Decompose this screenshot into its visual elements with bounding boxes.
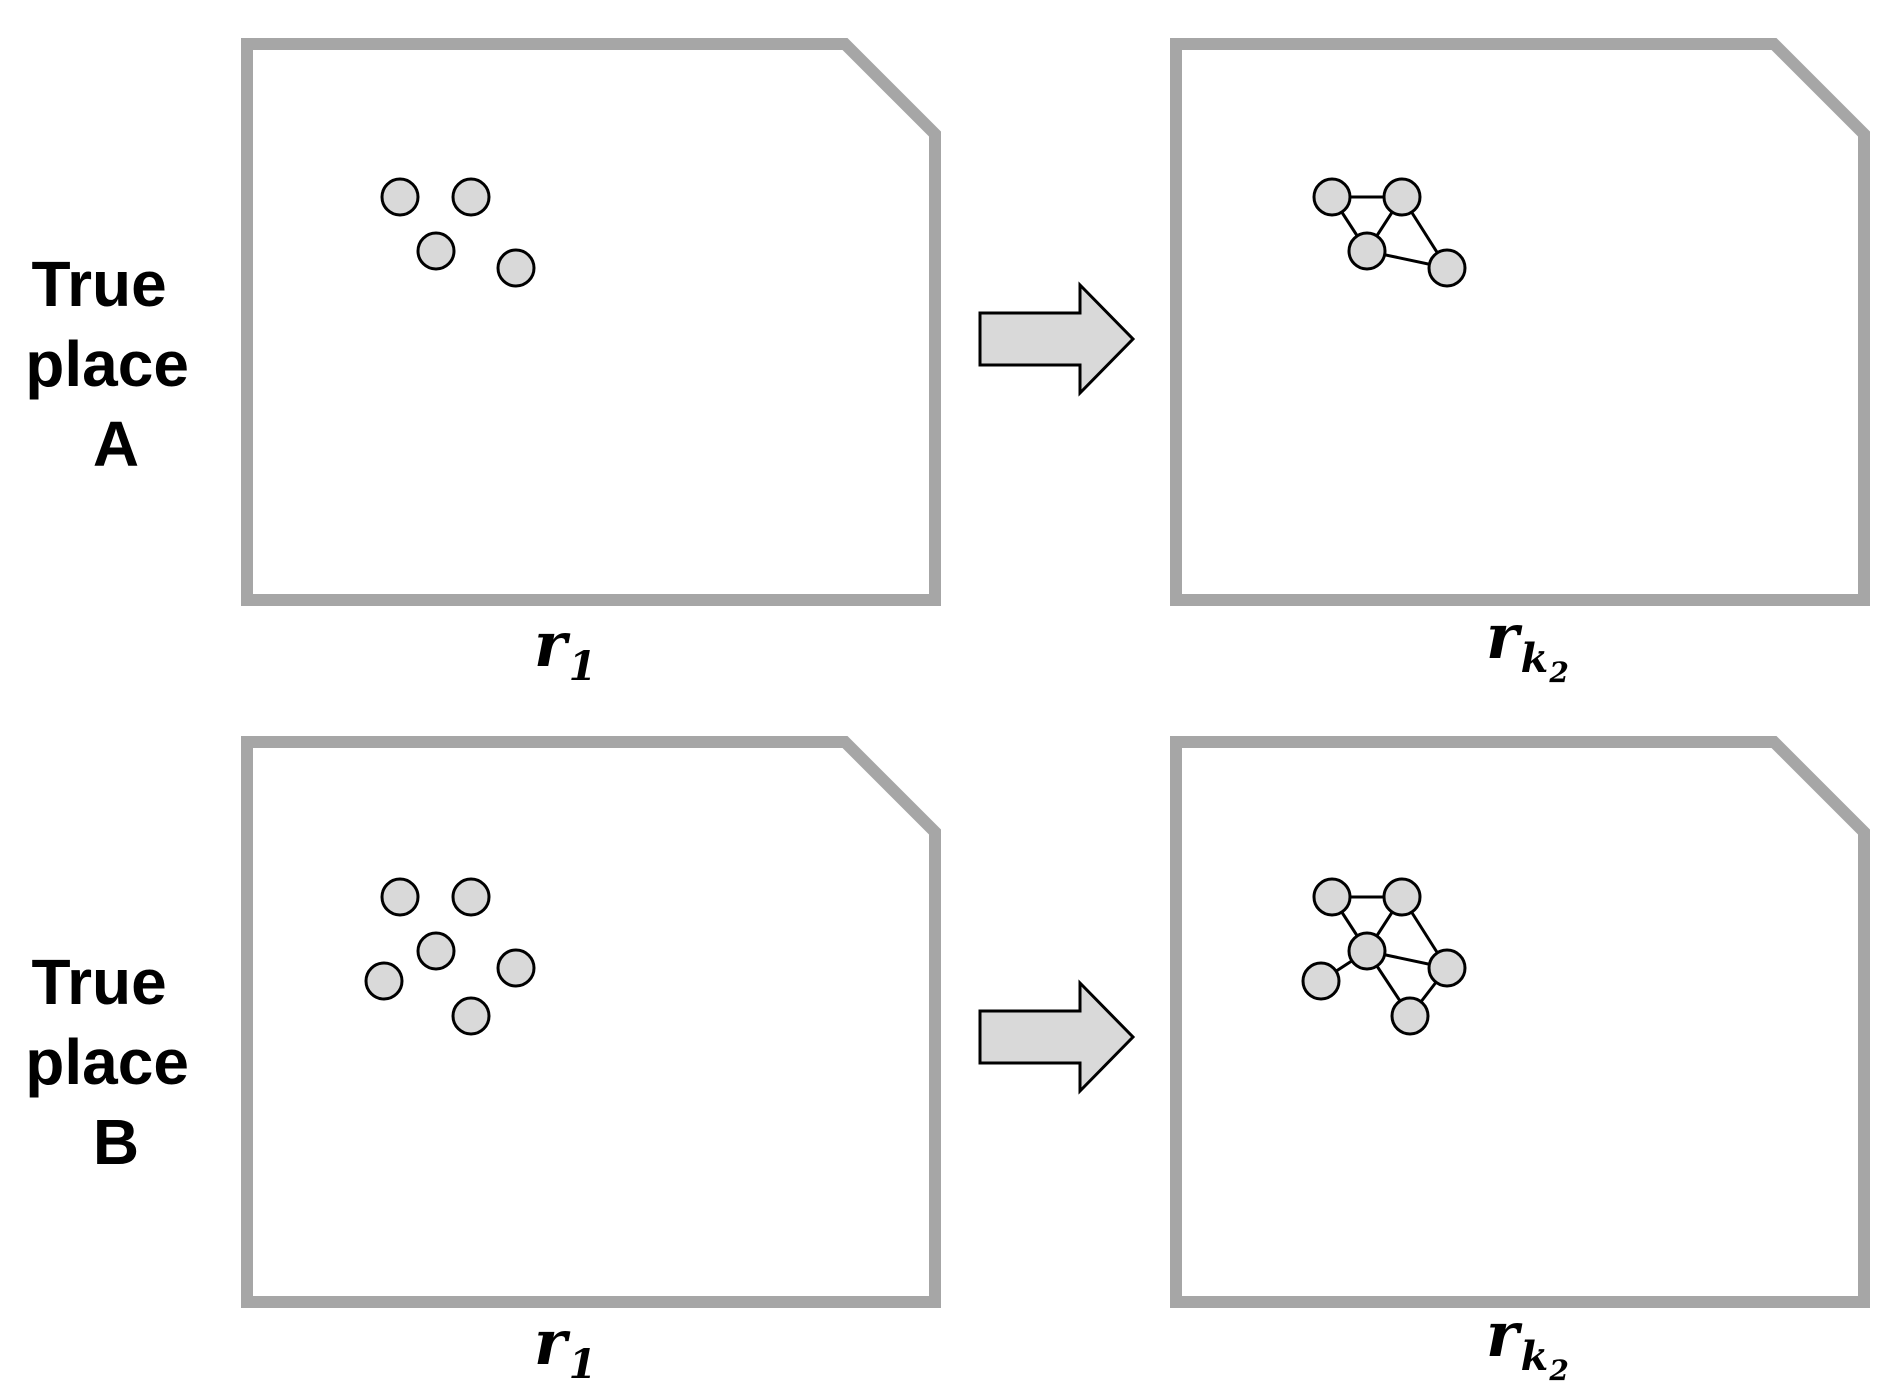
row-b: True place B r1	[25, 736, 1870, 1388]
row-b-left-panel: r1	[241, 736, 941, 1388]
row-a-right-node-n2	[1382, 177, 1422, 217]
row-a-label-line-1: True	[32, 248, 167, 320]
row-b-left-caption-main: r	[534, 1306, 571, 1379]
row-a-left-caption: r1	[534, 608, 597, 690]
row-b-left-node-n1	[380, 877, 420, 917]
row-b-label-line-2: place	[25, 1026, 189, 1098]
row-a-left-node-n1	[380, 177, 420, 217]
row-a-right-node-n3	[1347, 231, 1387, 271]
row-b-left-frame	[241, 736, 941, 1308]
row-b-right-node-n4	[1427, 948, 1467, 988]
row-a-arrow	[978, 281, 1136, 397]
row-a-left-panel: r1	[241, 38, 941, 690]
row-a-left-caption-subscript: 1	[569, 643, 597, 690]
row-a-left-node-n3	[416, 231, 456, 271]
row-a-right-node-n4	[1427, 248, 1467, 288]
row-b-right-caption-subsubscript: 2	[1548, 1354, 1568, 1387]
row-a-right-caption: rk2	[1486, 600, 1569, 689]
row-b-left-node-n6	[451, 996, 491, 1036]
row-b-right-frame	[1170, 736, 1870, 1308]
row-a-right-caption-subsubscript: 2	[1548, 656, 1568, 689]
row-a-right-frame	[1170, 38, 1870, 606]
row-a: True place A r1	[25, 38, 1870, 690]
row-b-right-caption: rk2	[1486, 1298, 1569, 1387]
row-b-left-caption: r1	[534, 1306, 597, 1388]
row-a-left-caption-main: r	[534, 608, 571, 681]
row-b-label: True place B	[25, 946, 206, 1178]
row-b-left-nodes	[364, 877, 536, 1036]
row-a-right-nodes	[1312, 177, 1467, 288]
row-b-right-nodes	[1301, 877, 1467, 1036]
row-a-right-caption-subscript: k	[1521, 635, 1549, 682]
row-b-left-node-n3	[416, 931, 456, 971]
row-b-right-node-n3	[1347, 931, 1387, 971]
row-b-right-node-n6	[1390, 996, 1430, 1036]
row-b-left-caption-subscript: 1	[569, 1341, 597, 1388]
row-b-right-node-n5	[1301, 961, 1341, 1001]
row-a-right-node-n1	[1312, 177, 1352, 217]
row-b-left-node-n5	[364, 961, 404, 1001]
row-a-left-node-n2	[451, 177, 491, 217]
row-a-label-line-2: place	[25, 328, 189, 400]
row-b-right-node-n1	[1312, 877, 1352, 917]
row-b-right-panel: rk2	[1170, 736, 1870, 1387]
row-a-label: True place A	[25, 248, 206, 480]
row-a-left-node-n4	[496, 248, 536, 288]
row-a-left-nodes	[380, 177, 536, 288]
row-b-label-line-3: B	[93, 1106, 139, 1178]
row-b-arrow	[978, 979, 1136, 1095]
row-a-left-frame	[241, 38, 941, 606]
row-b-label-line-1: True	[32, 946, 167, 1018]
row-a-right-panel: rk2	[1170, 38, 1870, 689]
row-b-right-node-n2	[1382, 877, 1422, 917]
row-b-right-caption-subscript: k	[1521, 1333, 1549, 1380]
row-b-left-node-n2	[451, 877, 491, 917]
row-b-right-caption-main: r	[1486, 1298, 1523, 1371]
row-a-label-line-3: A	[93, 408, 139, 480]
row-a-right-caption-main: r	[1486, 600, 1523, 673]
row-b-left-node-n4	[496, 948, 536, 988]
